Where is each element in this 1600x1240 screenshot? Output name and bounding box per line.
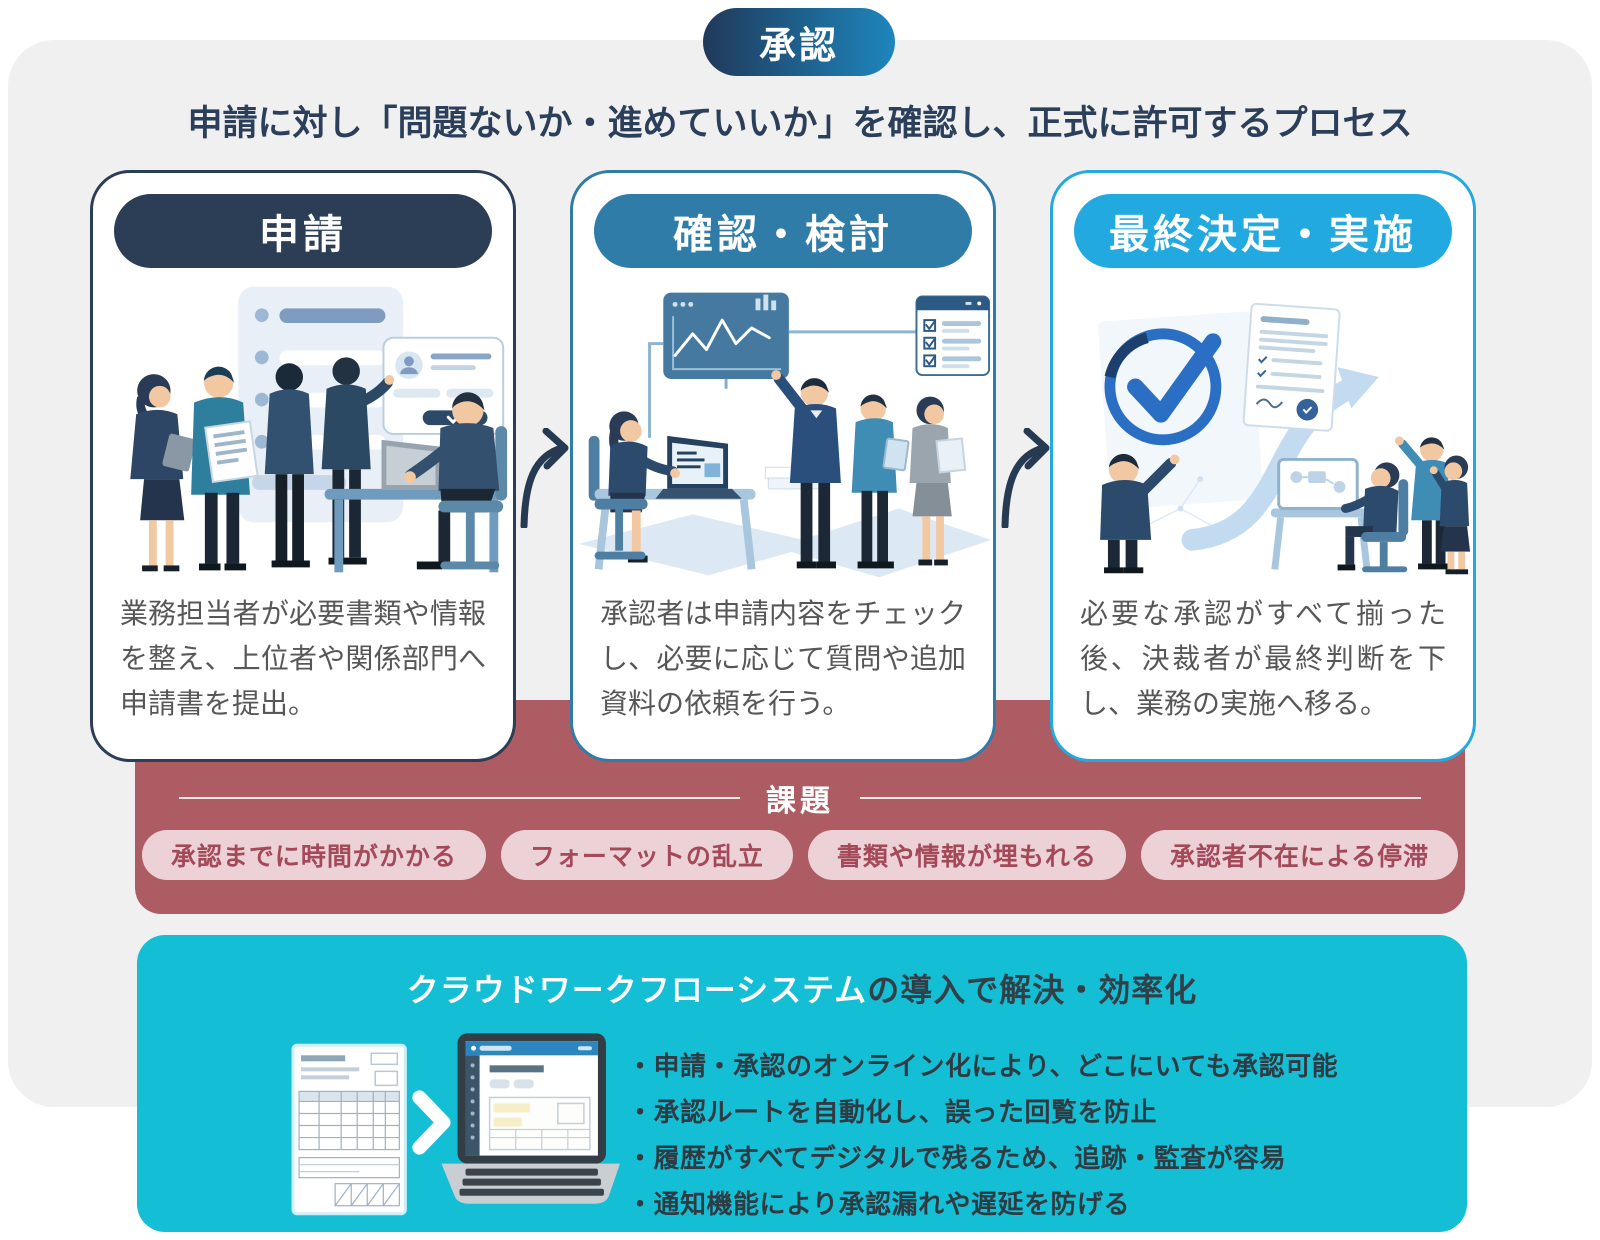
step-title-pill: 申請 xyxy=(114,194,492,268)
step-description: 業務担当者が必要書類や情報を整え、上位者や関係部門へ申請書を提出。 xyxy=(120,598,486,719)
chevron-right-icon xyxy=(412,1090,451,1155)
step-description: 必要な承認がすべて揃った後、決裁者が最終判断を下し、業務の実施へ移る。 xyxy=(1080,598,1446,719)
divider-line xyxy=(860,797,1421,799)
issue-pill: 承認までに時間がかかる xyxy=(141,830,486,880)
solution-bullet: ・承認ルートを自動化し、誤った回覧を防止 xyxy=(627,1097,1158,1127)
step-title-pill: 最終決定・実施 xyxy=(1074,194,1452,268)
issue-pill: フォーマットの乱立 xyxy=(500,830,793,880)
approval-badge-label: 承認 xyxy=(759,25,839,66)
issues-pill-row: 承認までに時間がかかる フォーマットの乱立 書類や情報が埋もれる 承認者不在によ… xyxy=(135,830,1465,880)
solution-bullet: ・申請・承認のオンライン化により、どこにいても承認可能 xyxy=(627,1051,1339,1081)
decision-illustration xyxy=(1098,302,1471,575)
solution-bullet: ・履歴がすべてデジタルで残るため、追跡・監査が容易 xyxy=(627,1143,1287,1173)
approval-badge: 承認 xyxy=(703,8,895,76)
step-card-decision: 最終決定・実施 xyxy=(1050,170,1476,762)
solution-title-rest: の導入で解決・効率化 xyxy=(867,972,1198,1008)
issues-title-row: 課題 xyxy=(135,776,1465,820)
solution-title-highlight: クラウドワークフローシステム xyxy=(406,972,868,1008)
check-icon xyxy=(1104,328,1222,446)
step-title: 最終決定・実施 xyxy=(1109,213,1417,257)
page-title: 申請に対し「問題ないか・進めていいか」を確認し、正式に許可するプロセス xyxy=(187,104,1413,143)
solution-bullet: ・通知機能により承認漏れや遅延を防げる xyxy=(627,1189,1130,1219)
solution-band: クラウドワークフローシステムの導入で解決・効率化 xyxy=(137,935,1467,1232)
step-title-pill: 確認・検討 xyxy=(594,194,972,268)
flow-arrow-icon xyxy=(520,428,569,528)
step-card-review: 確認・検討 xyxy=(570,170,996,762)
solution-bullet-list: ・申請・承認のオンライン化により、どこにいても承認可能 ・承認ルートを自動化し、… xyxy=(627,1043,1338,1227)
application-illustration xyxy=(130,286,508,573)
issues-title: 課題 xyxy=(766,785,834,818)
paper-to-laptop-illustration xyxy=(291,1033,620,1216)
step-description: 承認者は申請内容をチェックし、必要に応じて質問や追加資料の依頼を行う。 xyxy=(600,598,966,719)
issue-pill: 承認者不在による停滞 xyxy=(1140,830,1459,880)
divider-line xyxy=(179,797,740,799)
review-illustration xyxy=(578,292,992,578)
flow-arrow-icon xyxy=(1001,428,1050,528)
step-card-application: 申請 xyxy=(90,170,516,762)
solution-title: クラウドワークフローシステムの導入で解決・効率化 xyxy=(137,965,1467,1011)
step-title: 申請 xyxy=(259,213,347,257)
issue-pill: 書類や情報が埋もれる xyxy=(807,830,1126,880)
step-title: 確認・検討 xyxy=(673,213,893,257)
